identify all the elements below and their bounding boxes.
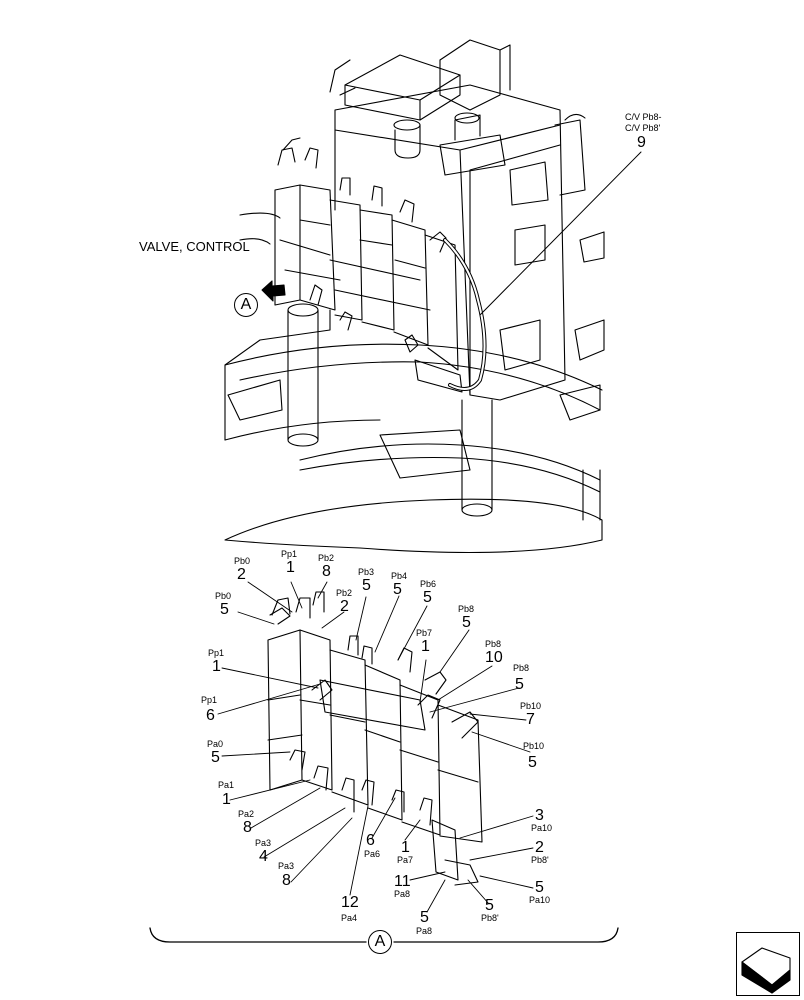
callout-port-label: Pa10 (531, 823, 553, 833)
callout-number: 2 (340, 598, 349, 615)
callout-port-label: Pb8 (458, 604, 475, 614)
callout-port-label: Pa0 (207, 739, 224, 749)
callout-text-2: C/V Pb8' (625, 123, 661, 133)
callout-port-label: Pb8' (481, 913, 499, 923)
callout-port-label: Pa8 (416, 926, 433, 936)
callout-port-label: Pb0 (215, 591, 232, 601)
callout-number: 5 (423, 589, 432, 606)
upper-control-valve (274, 137, 463, 393)
callout-number: 5 (515, 676, 524, 693)
callout-number: 5 (211, 749, 220, 766)
callout-port-label: Pb8 (485, 639, 502, 649)
callout-port-label: Pa2 (238, 809, 255, 819)
callout-number: 1 (222, 791, 231, 808)
callout-port-label: Pa3 (255, 838, 272, 848)
callout-number: 5 (528, 754, 537, 771)
detail-control-valve (267, 591, 483, 886)
callout-port-label: Pb4 (391, 571, 408, 581)
callout-port-label: Pb2 (318, 553, 335, 563)
callout-port-label: Pa1 (218, 780, 235, 790)
callout-port-label: Pp1 (208, 648, 225, 658)
detail-view-marker: A (368, 930, 392, 954)
callout-port-label: Pb0 (234, 556, 251, 566)
callout-number: 12 (341, 894, 359, 911)
callout-number: 5 (535, 879, 544, 896)
callout-port-label: Pb2 (336, 588, 353, 598)
detail-bracket (149, 927, 619, 943)
leader-line-9 (479, 151, 642, 316)
callout-number: 8 (243, 819, 252, 836)
callout-port-label: Pa7 (397, 855, 414, 865)
callout-number: 1 (286, 559, 295, 576)
callout-port-label: Pa4 (341, 913, 358, 923)
callout-number: 5 (420, 909, 429, 926)
callout-number: 10 (485, 649, 503, 666)
callout-number: 6 (366, 832, 375, 849)
callout-number-9: 9 (637, 134, 646, 151)
callout-number: 1 (421, 638, 430, 655)
callout-port-label: Pa8 (394, 889, 411, 899)
callout-port-label: Pb8' (531, 855, 549, 865)
upper-frame-structure (224, 212, 605, 554)
upper-tank-housing (329, 39, 586, 401)
navigation-arrow-icon[interactable] (736, 932, 800, 996)
callout-number: 1 (212, 658, 221, 675)
callout-port-label: Pa6 (364, 849, 381, 859)
view-arrow (261, 280, 286, 302)
callout-number: 5 (485, 897, 494, 914)
callout-number: 5 (220, 601, 229, 618)
callout-number: 1 (401, 839, 410, 856)
callout-port-label: Pb7 (416, 628, 433, 638)
callout-number: 6 (206, 707, 215, 724)
callout-port-label: Pa10 (529, 895, 551, 905)
callout-port-label: Pp1 (201, 695, 218, 705)
callout-number: 5 (462, 614, 471, 631)
callout-port-label: Pb10 (520, 701, 542, 711)
callout-number: 8 (322, 563, 331, 580)
callout-port-label: Pb3 (358, 567, 375, 577)
callout-number: 8 (282, 872, 291, 889)
assembly-label: VALVE, CONTROL (139, 239, 250, 254)
callout-number: 5 (362, 577, 371, 594)
callout-number: 3 (535, 807, 544, 824)
detail-leader-lines (217, 581, 534, 913)
callout-port-label: Pp1 (281, 549, 298, 559)
callout-text-1: C/V Pb8- (625, 112, 662, 122)
callout-port-label: Pb10 (523, 741, 545, 751)
callout-number: 2 (535, 839, 544, 856)
callout-port-label: Pb6 (420, 579, 437, 589)
callout-number: 2 (237, 566, 246, 583)
callout-port-label: Pb8 (513, 663, 530, 673)
callout-number: 7 (526, 711, 535, 728)
callout-number: 4 (259, 848, 268, 865)
callout-number: 11 (394, 873, 411, 890)
callout-port-label: Pa3 (278, 861, 295, 871)
view-marker: A (234, 293, 258, 317)
callout-number: 5 (393, 581, 402, 598)
